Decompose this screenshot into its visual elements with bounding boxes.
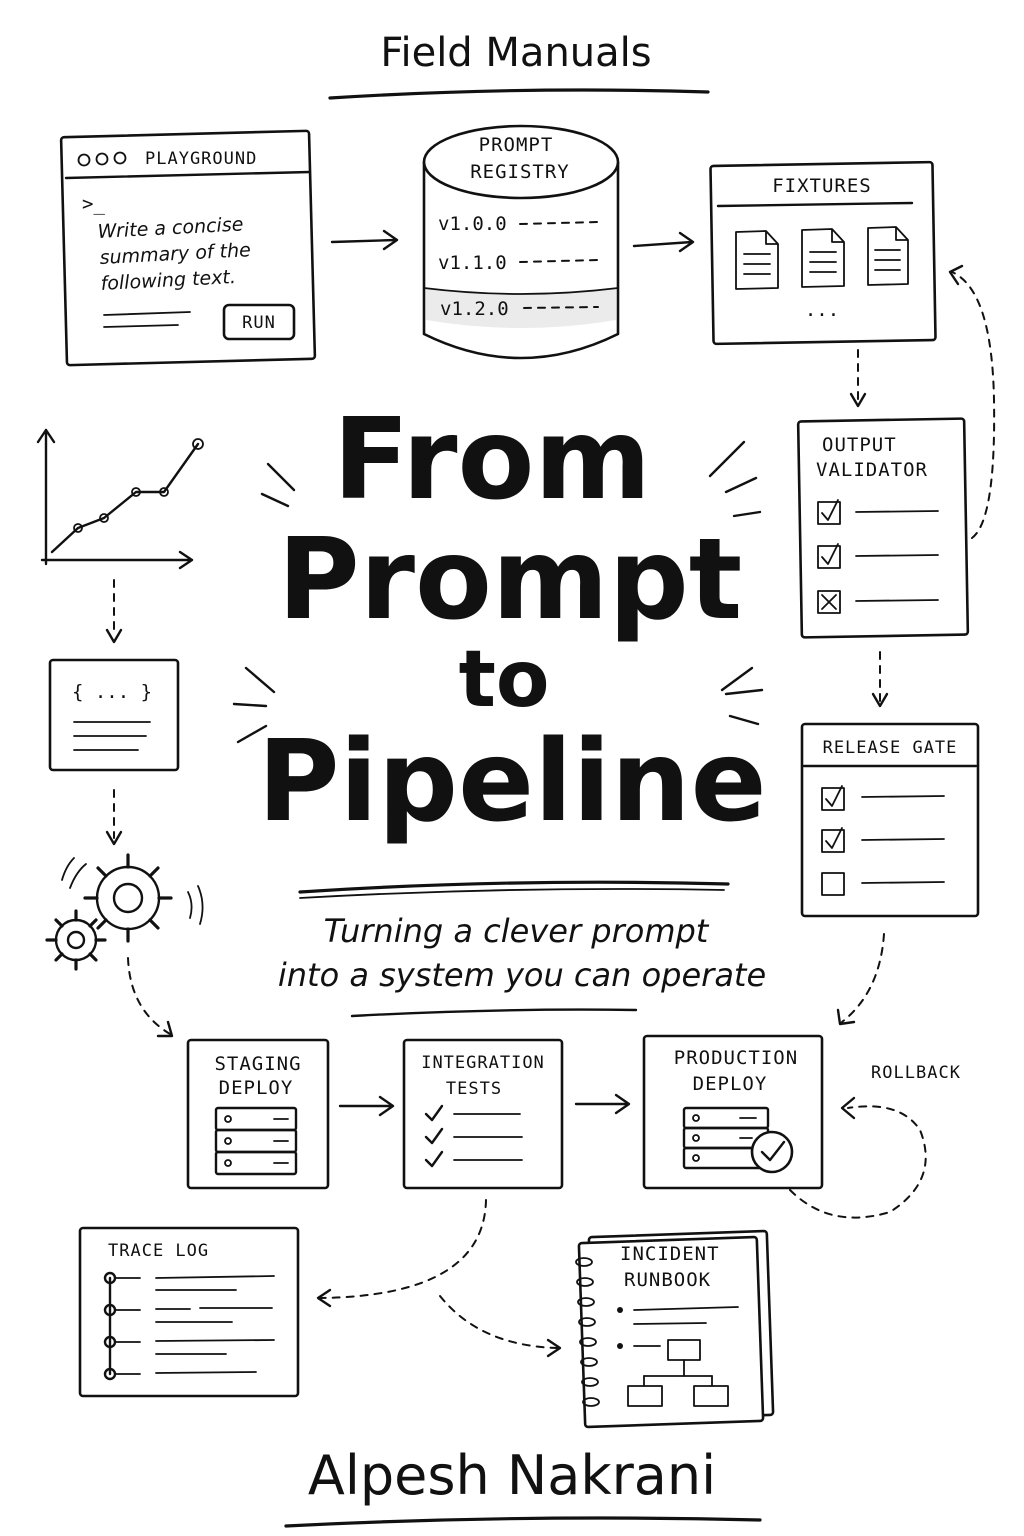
emphasis-rays: [232, 440, 764, 744]
series-title: Field Manuals: [380, 30, 651, 76]
registry-label-line1: PROMPT: [479, 134, 554, 156]
arrow-to-runbook: [439, 1295, 559, 1349]
staging-deploy: STAGING DEPLOY: [186, 1038, 330, 1190]
document-icon: [867, 226, 909, 286]
production-deploy: PRODUCTION DEPLOY: [642, 1034, 824, 1190]
release-gate: RELEASE GATE: [800, 722, 980, 918]
integration-tests: INTEGRATION TESTS: [402, 1038, 564, 1190]
author-name: Alpesh Nakrani: [308, 1444, 716, 1507]
prompt-registry: PROMPT REGISTRY v1.0.0 v1.1.0 v1.2.0: [422, 124, 620, 360]
arrow-to-trace-log: [319, 1199, 487, 1299]
fixtures-ellipsis: ...: [805, 299, 839, 321]
checkbox-icon: [821, 872, 845, 896]
validator-label-line2: VALIDATOR: [816, 459, 928, 481]
check-icon: [424, 1150, 444, 1168]
checkbox-icon: [817, 545, 841, 569]
window-dot-icon: [77, 153, 91, 167]
integration-label-line1: INTEGRATION: [421, 1053, 545, 1073]
checkbox-icon: [821, 787, 845, 811]
check-badge-icon: [750, 1130, 794, 1174]
notebook-icon: [577, 1235, 765, 1429]
checkbox-icon: [821, 829, 845, 853]
runbook-label-line2: RUNBOOK: [624, 1269, 711, 1291]
title-line-1: From: [333, 395, 651, 525]
subtitle-underline: [350, 1008, 638, 1018]
flowchart-icon: [627, 1339, 729, 1407]
feedback-arrow: [951, 271, 996, 539]
checkbox-x-icon: [817, 590, 841, 614]
server-icon: [214, 1106, 298, 1176]
run-button-label: RUN: [242, 313, 276, 333]
validator-label-line1: OUTPUT: [822, 434, 897, 456]
arrow-right-icon: [632, 231, 695, 253]
arrow-right-icon: [338, 1095, 395, 1117]
line-chart-icon: [36, 428, 204, 570]
json-card-text: { ... }: [72, 681, 152, 703]
series-underline: [328, 88, 710, 100]
author-underline: [284, 1516, 762, 1528]
gear-icon: [45, 909, 107, 971]
check-icon: [424, 1104, 444, 1122]
timeline-icon: [103, 1271, 117, 1381]
staging-label-line2: DEPLOY: [219, 1077, 294, 1099]
registry-version-2: v1.1.0: [438, 252, 507, 274]
rollback-arrow: [789, 1105, 927, 1219]
checkbox-icon: [817, 501, 841, 525]
window-dot-icon: [95, 152, 109, 166]
title-line-3: to: [459, 635, 550, 725]
output-validator: OUTPUT VALIDATOR: [796, 417, 970, 639]
window-dot-icon: [113, 151, 127, 165]
trace-log-label: TRACE LOG: [108, 1241, 209, 1261]
trace-log: TRACE LOG: [78, 1226, 300, 1398]
run-button[interactable]: [222, 303, 296, 341]
incident-runbook: INCIDENT RUNBOOK: [575, 1229, 775, 1429]
playground-window: PLAYGROUND >_ Write a concise summary of…: [59, 129, 317, 367]
subtitle-line-1: Turning a clever prompt: [324, 912, 710, 950]
subtitle-line-2: into a system you can operate: [278, 956, 766, 994]
registry-label-line2: REGISTRY: [470, 161, 570, 183]
fixtures-panel: FIXTURES ...: [709, 160, 937, 346]
rollback-label: ROLLBACK: [871, 1063, 961, 1083]
title-line-4: Pipeline: [257, 717, 766, 847]
arrow-to-staging: [127, 957, 171, 1035]
runbook-label-line1: INCIDENT: [620, 1243, 720, 1265]
cursor-icon: >_: [82, 193, 105, 215]
registry-version-1: v1.0.0: [438, 213, 507, 235]
title-line-2: Prompt: [278, 515, 743, 645]
registry-version-3: v1.2.0: [440, 298, 509, 320]
json-card: { ... }: [48, 658, 180, 772]
check-icon: [424, 1127, 444, 1145]
integration-label-line2: TESTS: [446, 1079, 502, 1099]
gear-icon: [83, 853, 173, 943]
release-gate-label: RELEASE GATE: [823, 738, 958, 758]
document-icon: [801, 228, 845, 288]
arrow-to-production: [841, 933, 885, 1023]
production-label-line1: PRODUCTION: [674, 1047, 798, 1069]
arrow-right-icon: [330, 229, 399, 251]
playground-label: PLAYGROUND: [145, 149, 257, 169]
fixtures-label: FIXTURES: [772, 175, 872, 197]
arrow-right-icon: [574, 1093, 631, 1115]
spiral-binding: [575, 1257, 600, 1407]
production-label-line2: DEPLOY: [693, 1073, 768, 1095]
document-icon: [735, 230, 779, 290]
staging-label-line1: STAGING: [214, 1053, 301, 1075]
title-underline: [298, 880, 730, 894]
